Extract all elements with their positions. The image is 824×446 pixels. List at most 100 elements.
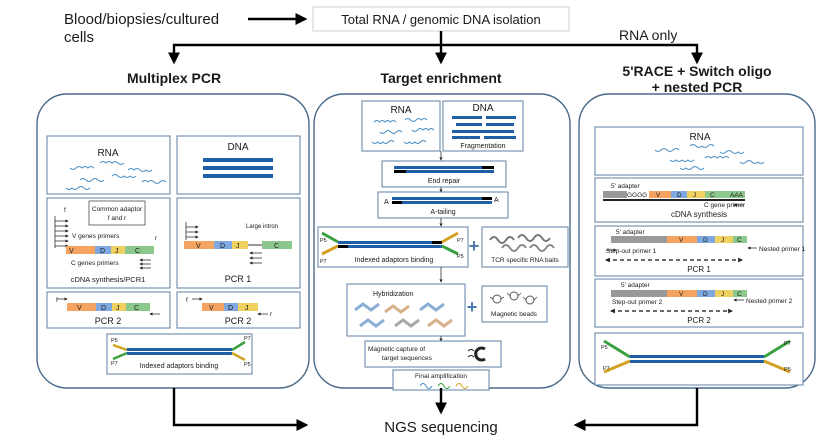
race-p7-left: P7: [603, 366, 610, 372]
pcr2a-f: f: [56, 297, 58, 304]
mx-cdna-d: D: [100, 248, 105, 255]
mx-pcr2a-label: PCR 2: [95, 316, 122, 326]
mx-gen-v: V: [196, 243, 201, 250]
mx-p7-right: P7: [244, 336, 251, 342]
pcr2b-f: f: [186, 297, 188, 304]
race-title-line2: + nested PCR: [652, 79, 743, 95]
a-tail-right: A: [494, 197, 499, 204]
te-indexed-label: Indexed adaptors binding: [355, 257, 434, 264]
mx-pcr1-label: PCR 1: [225, 274, 252, 284]
mx-cdna-vdjc: [66, 246, 154, 254]
aaa-label: AAA: [730, 192, 744, 199]
final-amp-label: Final amplification: [415, 373, 467, 380]
isolation-label: Total RNA / genomic DNA isolation: [341, 12, 540, 27]
race-cdna-molecule: [603, 191, 745, 201]
mx-pcr2b-label: PCR 2: [225, 316, 252, 326]
pcr2a-j: J: [116, 305, 120, 312]
baits-label: TCR specific RNA baits: [491, 257, 559, 264]
end-repair-label: End repair: [428, 178, 461, 185]
te-dna-label: DNA: [472, 103, 493, 114]
cdna-pcr1-label: cDNA synthesis/PCR1: [71, 275, 146, 284]
pcr2a-c: C: [134, 305, 139, 312]
mx-cdna-v: V: [69, 248, 74, 255]
mx-rna-box: [47, 136, 170, 194]
plus-icon-2: +: [467, 297, 478, 317]
race-pcr2-j: J: [721, 291, 724, 298]
target-title: Target enrichment: [380, 70, 501, 86]
te-p5-left: P5: [320, 238, 327, 244]
race-pcr1-v: V: [679, 237, 684, 244]
race-pcr1-j: J: [721, 237, 724, 244]
te-p7-right: P7: [457, 238, 464, 244]
te-rna-label: RNA: [390, 105, 411, 116]
race-pcr2-label: PCR 2: [687, 316, 711, 325]
common-adaptor-line1: Common adaptor: [92, 206, 143, 213]
race-cdna-d: D: [677, 192, 682, 199]
te-capture-box: [365, 341, 501, 367]
mx-cdna-j: J: [115, 248, 119, 255]
race-adapter-label-2: 5' adapter: [616, 229, 646, 236]
beads-label: Magnetic beads: [491, 311, 538, 318]
hybridization-label: Hybridization: [373, 291, 414, 298]
from-race-arrow: [576, 388, 697, 425]
source-label-line1: Blood/biopsies/cultured: [64, 11, 219, 28]
step-out-2-label: Step-out primer 2: [612, 299, 663, 306]
mx-gen-j: J: [236, 243, 240, 250]
mx-p7-left: P7: [111, 361, 118, 367]
race-pcr1-c: C: [737, 237, 742, 244]
fragmentation-label: Fragmentation: [460, 143, 505, 150]
race-cdna-j: J: [693, 192, 696, 199]
ngs-label: NGS sequencing: [384, 419, 497, 436]
race-indexed-box: [595, 333, 803, 385]
c-gene-primer-label: C gene primer: [704, 202, 746, 209]
common-adaptor-line2: f and r: [108, 215, 127, 222]
race-cdna-c: C: [710, 192, 715, 199]
a-tailing-label: A-tailing: [430, 209, 455, 216]
large-intron-label: Large intron: [246, 224, 278, 230]
race-cdna-v: V: [656, 192, 661, 199]
step-out-1-label: Step-out primer 1: [606, 248, 657, 255]
pcr2b-d: D: [228, 305, 233, 312]
to-race-arrow: [441, 45, 697, 62]
source-label-line2: cells: [64, 29, 94, 46]
mx-p5-right: P5: [244, 362, 251, 368]
race-pcr1-label: PCR 1: [687, 265, 711, 274]
mx-dna-label: DNA: [227, 142, 248, 153]
mx-gen-c: C: [274, 243, 279, 250]
mx-gen-d: D: [220, 243, 225, 250]
a-tail-left: A: [384, 199, 389, 206]
race-pcr2-d: D: [703, 291, 708, 298]
mx-p5-left: P5: [111, 338, 118, 344]
v-primers-label: V genes primers: [72, 233, 120, 240]
race-pcr2-c: C: [737, 291, 742, 298]
race-adapter-label-3: 5' adapter: [621, 282, 651, 289]
plus-icon-1: +: [469, 236, 480, 256]
race-cdna-label: cDNA synthesis: [671, 210, 727, 219]
capture-line1: Magnetic capture of: [368, 346, 425, 353]
pcr2a-v: V: [77, 305, 82, 312]
race-rna-label: RNA: [689, 132, 710, 143]
race-p5-right: P5: [784, 367, 791, 373]
capture-line2: target sequences: [382, 355, 433, 362]
rna-only-label: RNA only: [619, 27, 677, 43]
mx-rna-label: RNA: [97, 148, 118, 159]
from-multiplex-arrow: [174, 388, 306, 425]
race-p5-left: P5: [601, 345, 608, 351]
gggg-label: GGGG: [627, 192, 647, 199]
pcr2b-j: J: [245, 305, 249, 312]
mx-dna-strands: [203, 158, 273, 178]
c-primers-label: C genes primers: [71, 260, 119, 267]
te-p7-left: P7: [320, 259, 327, 265]
race-adapter-label-1: 5' adapter: [611, 183, 641, 190]
mx-cdna-c: C: [135, 248, 140, 255]
pcr2a-d: D: [101, 305, 106, 312]
mx-f-label: f: [64, 207, 66, 214]
multiplex-title: Multiplex PCR: [127, 70, 221, 86]
race-p7-right: P7: [784, 341, 791, 347]
race-pcr1-d: D: [703, 237, 708, 244]
to-multiplex-arrow: [174, 45, 441, 62]
nested-2-label: Nested primer 2: [746, 298, 793, 305]
race-pcr2-v: V: [679, 291, 684, 298]
